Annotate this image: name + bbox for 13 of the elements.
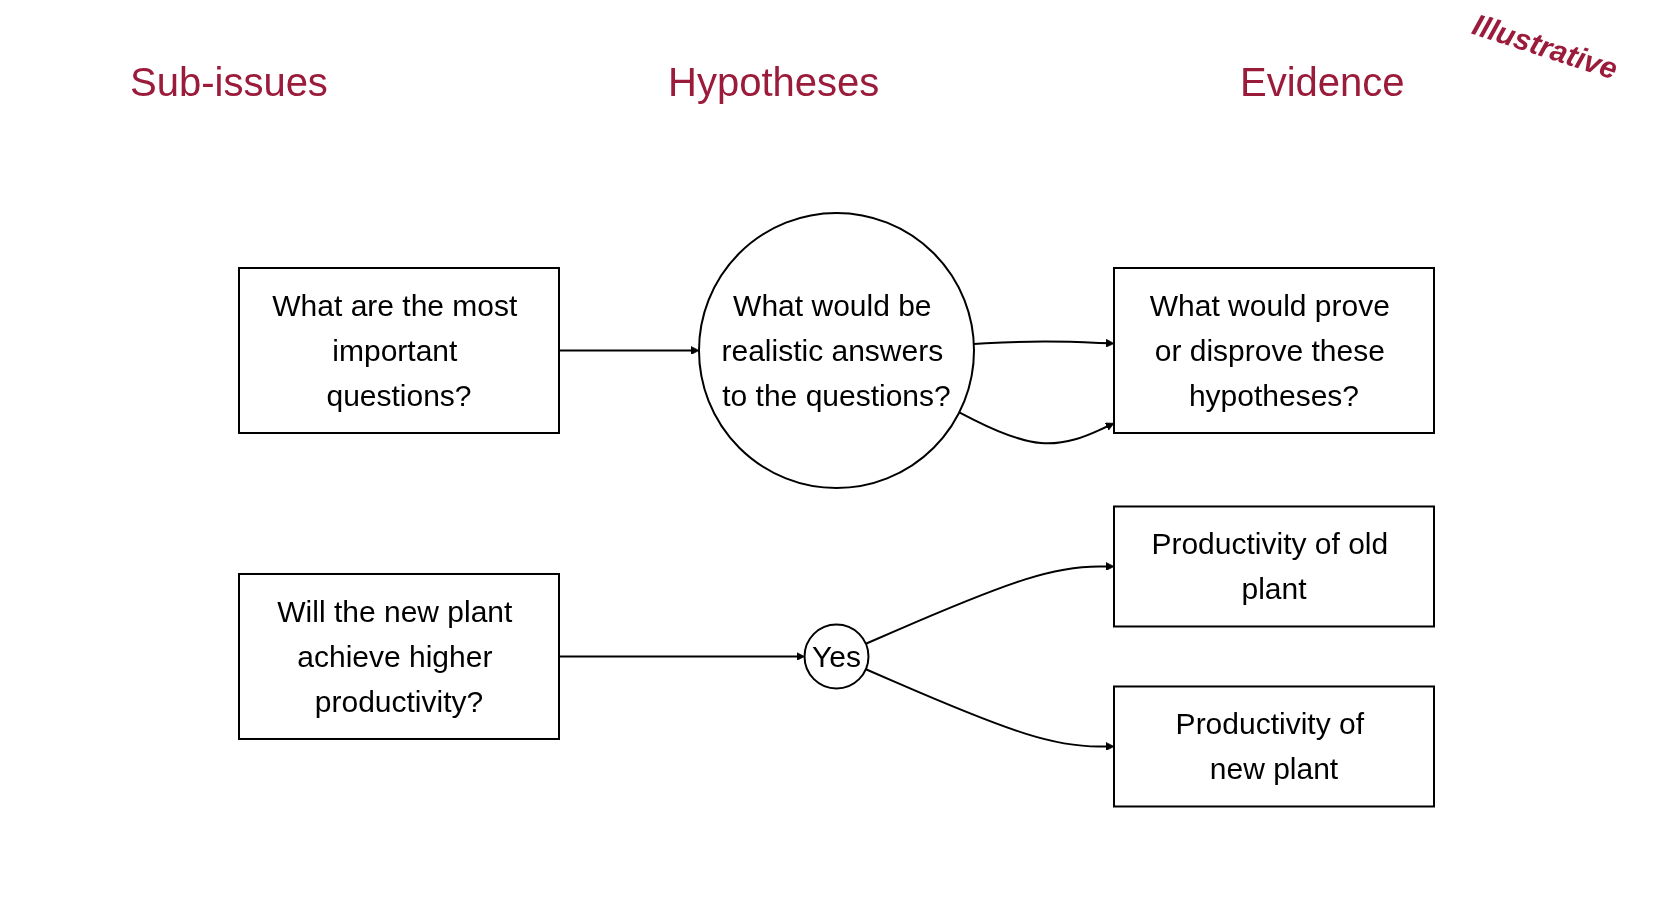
- node-box: What are the most important questions?: [238, 267, 560, 435]
- node-box: Will the new plant achieve higher productivity?: [238, 573, 560, 741]
- node-box: Productivity of old plant: [1113, 505, 1435, 628]
- node-box: What would prove or disprove these hypotheses?: [1113, 267, 1435, 435]
- node-box: Productivity of new plant: [1113, 685, 1435, 808]
- node-circle: Yes: [803, 623, 870, 690]
- column-heading: Sub-issues: [130, 60, 328, 105]
- arrow: [864, 668, 1115, 752]
- column-heading: Evidence: [1240, 60, 1405, 105]
- column-heading: Hypotheses: [668, 60, 880, 105]
- arrow: [864, 562, 1115, 645]
- arrow: [958, 411, 1115, 445]
- node-circle: What would be realistic answers to the questions?: [698, 212, 975, 490]
